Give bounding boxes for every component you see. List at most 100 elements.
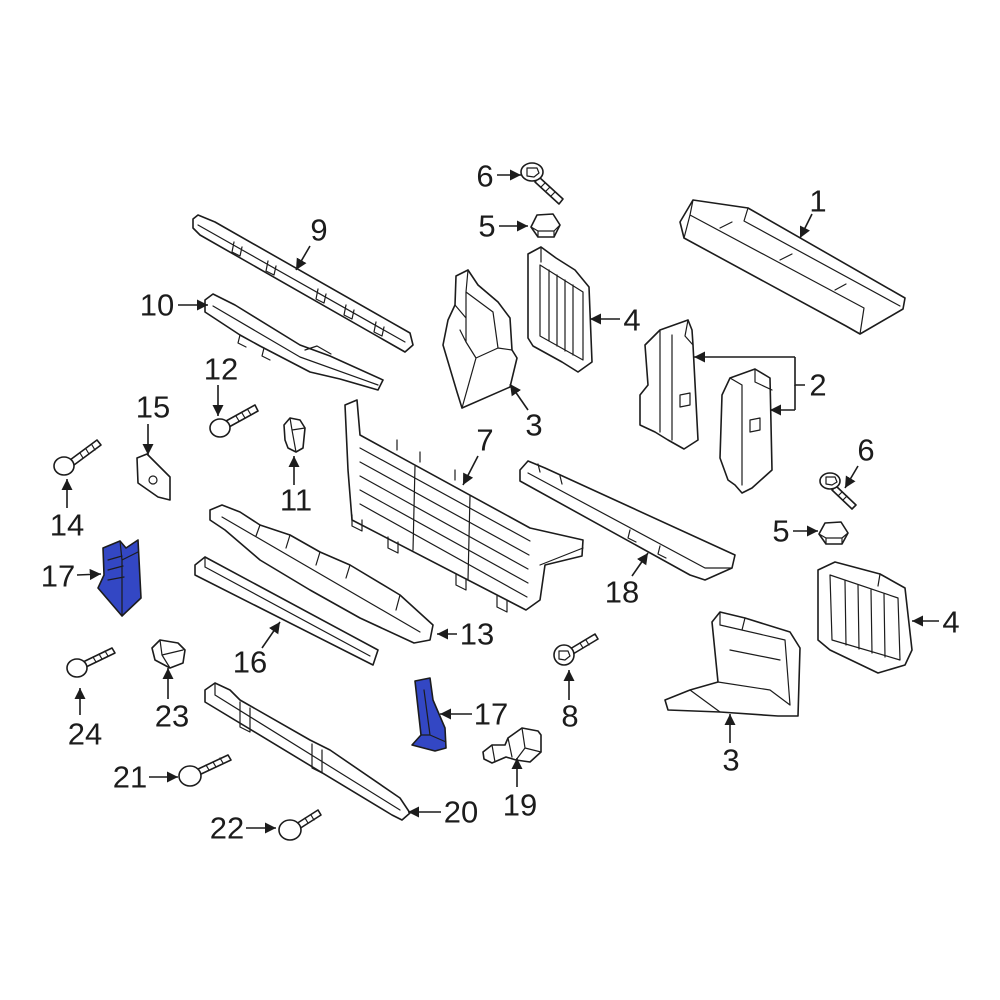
callout-label-6-lower: 6 (857, 433, 874, 468)
part-13-outline (209, 504, 434, 644)
part-5-lower-detail (818, 532, 849, 545)
part-2-right-outline (719, 368, 773, 494)
part-7-grille-shutter (344, 399, 584, 613)
part-2-left-bracket (639, 319, 699, 450)
callout-arrow-1 (799, 213, 813, 239)
callout-label-24: 24 (68, 717, 102, 752)
callout-label-18: 18 (605, 575, 639, 610)
callout-label-10: 10 (140, 288, 174, 323)
part-14-head (53, 456, 75, 476)
part-24-head (66, 658, 88, 678)
part-5-upper-detail (530, 224, 561, 238)
callout-arrow-6-lower (844, 465, 859, 489)
callout-arrow-18 (631, 552, 649, 577)
part-16-lower-support (194, 556, 379, 666)
part-5-upper-outline (530, 213, 561, 238)
part-6-upper-bolt (520, 162, 564, 205)
part-19-outline (482, 727, 542, 764)
callout-label-6-upper: 6 (476, 159, 493, 194)
part-16-detail (204, 556, 371, 657)
callout-label-1: 1 (809, 184, 826, 219)
part-8-detail (558, 639, 590, 661)
part-24-detail (92, 650, 109, 663)
part-23-detail (159, 639, 184, 669)
part-2-right-detail (729, 368, 773, 486)
callout-label-8: 8 (561, 699, 578, 734)
part-12-bolt (209, 404, 259, 438)
part-5-upper-nut (530, 213, 561, 238)
callout-arrow-16 (261, 621, 281, 649)
part-3-upper-detail (454, 269, 513, 409)
part-13-detail (221, 516, 421, 633)
part-20-detail (214, 682, 401, 811)
callout-label-23: 23 (155, 699, 189, 734)
part-17-center-detail (420, 689, 447, 743)
part-11-detail (289, 417, 306, 453)
part-21-bolt (178, 754, 232, 787)
part-22-bolt (278, 809, 322, 841)
callout-label-13: 13 (460, 617, 494, 652)
part-3-upper-air-duct (442, 269, 518, 409)
callout-arrow-9 (295, 245, 311, 271)
part-6-lower-bolt (819, 472, 857, 510)
part-17-center-outline (411, 677, 447, 752)
callout-label-3-lower: 3 (722, 743, 739, 778)
callout-arrow-17-left (76, 568, 102, 581)
part-13-absorber (209, 504, 434, 644)
part-4-lower-detail (829, 573, 901, 661)
part-9-outline (192, 214, 414, 353)
part-5-lower-outline (818, 521, 849, 545)
callout-label-14: 14 (50, 508, 84, 543)
callout-arrow-3-upper (509, 383, 529, 411)
part-7-tabs (351, 514, 584, 613)
part-14-bolt (53, 439, 102, 476)
part-8-head (553, 644, 575, 666)
callout-label-4-lower: 4 (942, 605, 959, 640)
callout-label-12: 12 (204, 352, 238, 387)
part-17-left-highlighted-bracket (97, 539, 142, 617)
callout-label-3-upper: 3 (525, 408, 542, 443)
callout-label-19: 19 (503, 788, 537, 823)
callout-label-20: 20 (444, 795, 478, 830)
part-18-detail (527, 463, 733, 569)
part-5-lower-nut (818, 521, 849, 545)
part-4-lower-shutter-frame (817, 561, 913, 674)
callout-arrow-7 (462, 455, 479, 486)
callout-label-21: 21 (113, 760, 147, 795)
part-7-slats (359, 439, 531, 598)
part-12-detail (235, 409, 252, 422)
part-2-left-outline (639, 319, 699, 450)
part-10-lower-strip (204, 293, 384, 391)
part-6-upper-head (520, 162, 544, 182)
part-23-clip (151, 639, 186, 669)
callout-label-9: 9 (310, 213, 327, 248)
callout-label-2: 2 (809, 368, 826, 403)
part-4-lower-outline (817, 561, 913, 674)
part-3-lower-air-duct (664, 611, 801, 717)
part-4-upper-outline (527, 246, 593, 373)
part-22-detail (304, 814, 315, 824)
callout-label-17-center: 17 (474, 697, 508, 732)
part-19-detail (491, 727, 542, 763)
part-18-deflector-strip (519, 460, 736, 581)
callout-label-22: 22 (210, 811, 244, 846)
part-4-upper-shutter-frame (527, 246, 593, 373)
callout-label-15: 15 (136, 390, 170, 425)
part-4-upper-detail (539, 246, 584, 361)
part-20-lower-deflector (204, 682, 411, 821)
part-21-detail (205, 757, 224, 771)
part-6-upper-detail (526, 167, 556, 197)
part-14-detail (79, 444, 96, 459)
part-11-outline (283, 417, 306, 453)
part-17-left-detail (107, 540, 139, 617)
part-20-outline (204, 682, 411, 821)
part-24-bolt (66, 647, 116, 678)
callout-label-11: 11 (280, 483, 312, 518)
part-12-head (209, 418, 231, 438)
part-17-center-highlighted-bracket (411, 677, 447, 752)
part-15-hole (148, 475, 158, 485)
part-1-detail (683, 199, 901, 335)
part-9-upper-strip (192, 214, 414, 353)
